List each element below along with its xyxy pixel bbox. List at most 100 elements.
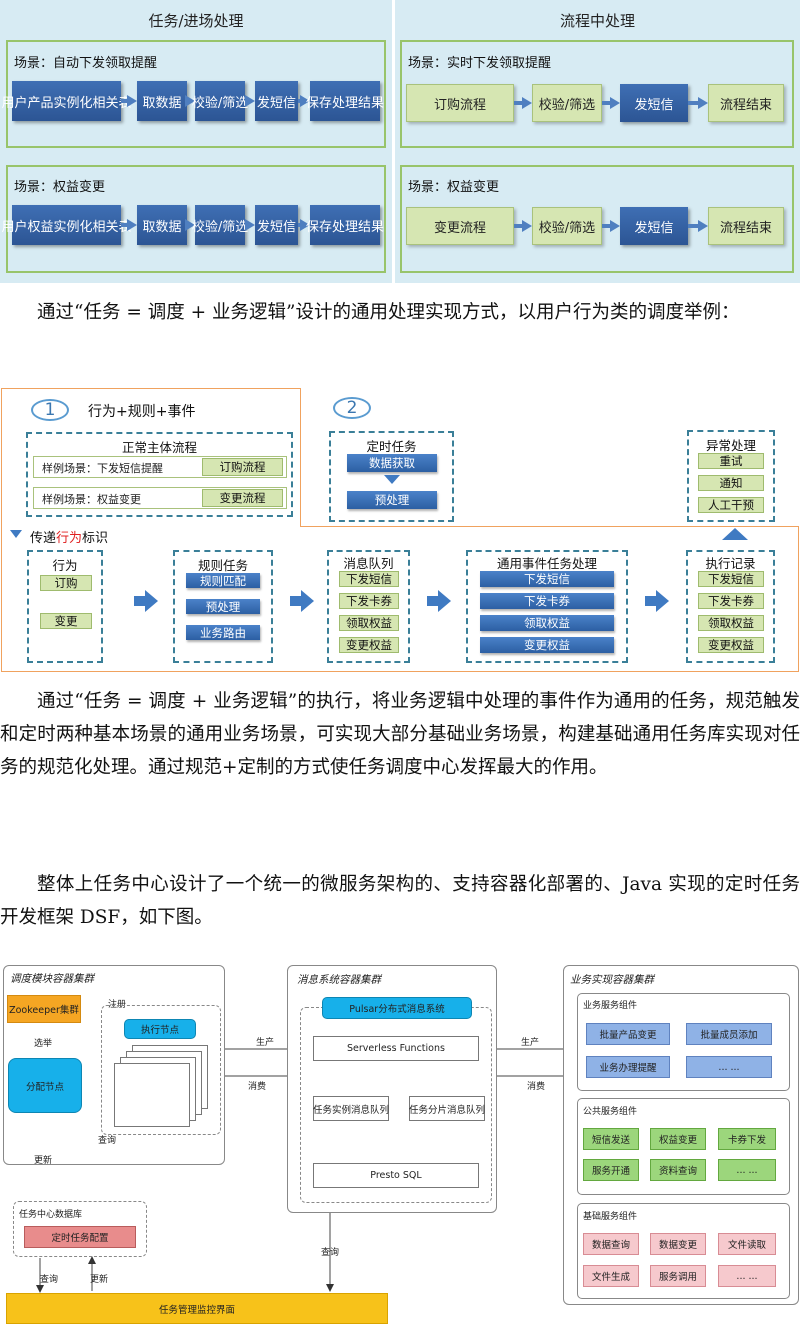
flow-arrow [185, 219, 195, 231]
elect-label: 选举 [34, 1039, 53, 1049]
step-circle-2: 2 [333, 397, 371, 419]
service-item: 权益变更 [650, 1128, 706, 1150]
consume-label: 消费 [248, 1082, 267, 1092]
record-item: 变更权益 [698, 637, 764, 653]
scene-label: 场景：实时下发领取提醒 [408, 56, 552, 71]
down-arrow-icon [384, 475, 400, 484]
sample-label: 样例场景：权益变更 [42, 493, 141, 506]
exception-item: 重试 [698, 453, 764, 469]
query-label: 查询 [40, 1275, 59, 1285]
left-panel-title: 任务/进场处理 [148, 12, 244, 30]
service-item: ... ... [718, 1265, 776, 1287]
sample-tag: 变更流程 [202, 489, 283, 507]
service-item: 数据查询 [583, 1233, 639, 1255]
flow-step: 用户权益实例化相关表 [2, 205, 132, 245]
config-box: 定时任务配置 [24, 1226, 136, 1248]
pass-label-highlight: 行为 [56, 531, 83, 546]
event-item: 下发卡券 [480, 593, 614, 609]
down-arrow-icon [10, 530, 22, 538]
scene-label: 场景：权益变更 [408, 180, 500, 195]
behavior-title: 行为 [52, 558, 78, 573]
service-group-title: 基础服务组件 [583, 1212, 638, 1222]
paragraph-3: 整体上任务中心设计了一个统一的微服务架构的、支持容器化部署的、Java 实现的定… [0, 868, 800, 938]
database-group [13, 1201, 147, 1257]
behavior-box [27, 550, 103, 663]
monitor-bar: 任务管理监控界面 [6, 1293, 388, 1324]
flow-step: 流程结束 [708, 84, 784, 122]
behavior-item: 订购 [40, 575, 92, 591]
service-item: 批量成员添加 [686, 1023, 772, 1045]
service-item: 数据变更 [650, 1233, 706, 1255]
flow-arrow [602, 220, 620, 232]
rule-task-title: 规则任务 [197, 558, 248, 573]
exception-item: 通知 [698, 475, 764, 491]
scheduled-task-title: 定时任务 [366, 439, 417, 454]
queue-item: 下发卡券 [339, 593, 399, 609]
up-arrow-icon [722, 528, 748, 540]
flow-step: 校验/筛选 [192, 81, 248, 121]
flow-arrow [185, 95, 195, 107]
produce-label: 生产 [256, 1038, 275, 1048]
flow-step: 发短信 [620, 84, 688, 122]
flow-step: 保存处理结果 [306, 81, 384, 121]
service-item: 资料查询 [650, 1159, 706, 1181]
update-label: 更新 [90, 1275, 109, 1285]
event-task-title: 通用事件任务处理 [496, 556, 597, 571]
flow-step: 校验/筛选 [532, 84, 602, 122]
flow-step: 取数据 [137, 81, 187, 121]
paragraph-text: 整体上任务中心设计了一个统一的微服务架构的、支持容器化部署的、Java 实现的定… [0, 874, 800, 928]
service-item: 卡券下发 [718, 1128, 776, 1150]
service-item: ... ... [718, 1159, 776, 1181]
flow-step: 流程结束 [708, 207, 784, 245]
scheduler-cluster-title: 调度模块容器集群 [10, 973, 94, 985]
process-comparison-figure: 任务/进场处理 流程中处理 场景：自动下发领取提醒 用户产品实例化相关表 取数据… [0, 0, 800, 283]
service-item: 文件生成 [583, 1265, 639, 1287]
service-item: 业务办理提醒 [586, 1056, 670, 1078]
behavior-scheduling-figure: 1 行为+规则+事件 正常主体流程 样例场景：下发短信提醒 订购流程 样例场景：… [0, 387, 800, 673]
shard-queue-box: 任务分片消息队列 [409, 1096, 485, 1121]
pulsar-box: Pulsar分布式消息系统 [322, 997, 472, 1019]
flow-step: 校验/筛选 [532, 207, 602, 245]
database-title: 任务中心数据库 [19, 1210, 83, 1220]
pass-label-suffix: 标识 [82, 531, 109, 546]
flow-step: 发短信 [255, 205, 298, 245]
rule-item: 预处理 [186, 599, 260, 614]
paragraph-text: 通过“任务 = 调度 + 业务逻辑”的执行，将业务逻辑中处理的事件作为通用的任务… [0, 691, 800, 778]
produce-label: 生产 [521, 1038, 540, 1048]
query-label: 查询 [321, 1248, 340, 1258]
flow-arrow [121, 95, 137, 107]
flow-arrow [688, 220, 708, 232]
event-item: 变更权益 [480, 637, 614, 653]
exec-node-card [114, 1063, 190, 1127]
flow-arrow [298, 95, 310, 107]
exception-title: 异常处理 [705, 438, 756, 453]
behavior-item: 变更 [40, 613, 92, 629]
serverless-box: Serverless Functions [313, 1036, 479, 1061]
section-1-heading: 行为+规则+事件 [88, 404, 196, 420]
update-label: 更新 [34, 1156, 53, 1166]
exec-node-group [101, 1005, 221, 1135]
right-arrow-icon [427, 590, 451, 612]
flow-arrow [602, 97, 620, 109]
flow-arrow [245, 95, 255, 107]
right-arrow-icon [134, 590, 158, 612]
service-group-title: 业务服务组件 [583, 1001, 638, 1011]
exec-node-label: 执行节点 [124, 1019, 196, 1039]
dispatch-node-box: 分配节点 [8, 1058, 82, 1113]
right-panel-title: 流程中处理 [559, 12, 635, 30]
flow-arrow [298, 219, 310, 231]
right-arrow-icon [290, 590, 314, 612]
paragraph-2: 通过“任务 = 调度 + 业务逻辑”的执行，将业务逻辑中处理的事件作为通用的任务… [0, 685, 800, 820]
rule-item: 业务路由 [186, 625, 260, 640]
flow-arrow [688, 97, 708, 109]
message-queue-title: 消息队列 [343, 556, 394, 571]
service-item: 文件读取 [718, 1233, 776, 1255]
scheduled-step: 预处理 [347, 491, 437, 509]
queue-item: 领取权益 [339, 615, 399, 631]
flow-step: 发短信 [255, 81, 298, 121]
flow-step: 发短信 [620, 207, 688, 245]
step-circle-1: 1 [31, 399, 69, 421]
service-item: 批量产品变更 [586, 1023, 670, 1045]
flow-step: 变更流程 [406, 207, 514, 245]
rule-item: 规则匹配 [186, 573, 260, 588]
